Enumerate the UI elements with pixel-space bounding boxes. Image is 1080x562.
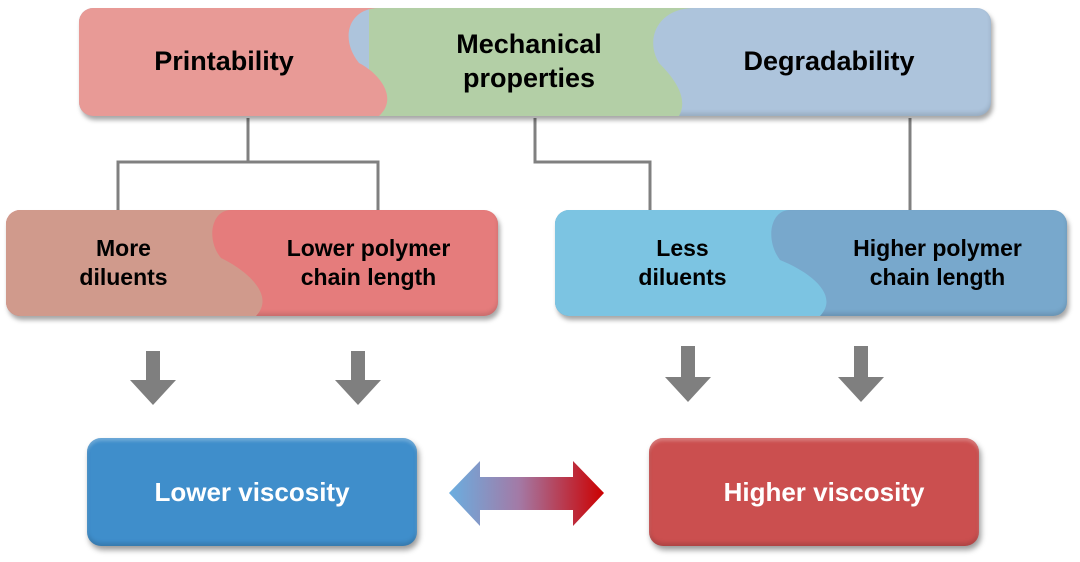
left-factor-box: More diluents Lower polymer chain length [6, 210, 498, 316]
double-arrow-icon [449, 461, 604, 526]
label-higher-viscosity: Higher viscosity [723, 476, 925, 507]
left-box-segments [6, 210, 263, 316]
segment-bg-mechanical [369, 8, 694, 116]
label-higher-polymer-chain-length: Higher polymer chain length [853, 235, 1022, 290]
top-label-mechanical: Mechanical properties [456, 29, 602, 93]
label-more-diluents: More diluents [79, 235, 168, 290]
connector-printability [116, 118, 250, 210]
top-label-printability: Printability [154, 46, 294, 77]
higher-viscosity-box: Higher viscosity [649, 438, 979, 546]
down-arrow-icon [130, 351, 176, 405]
label-lower-polymer-chain-length: Lower polymer chain length [286, 235, 451, 290]
down-arrow-icon [838, 346, 884, 402]
segment-bg-more-diluents [6, 210, 263, 316]
connector-mechanical [533, 118, 652, 210]
label-lower-viscosity: Lower viscosity [154, 476, 350, 507]
segment-bg-less-diluents [555, 210, 827, 316]
segment-bg-printability [79, 8, 388, 116]
right-box-segments [555, 210, 827, 316]
connector-printability-right [248, 160, 380, 210]
down-arrow-icon [665, 346, 711, 402]
lower-viscosity-box: Lower viscosity [87, 438, 417, 546]
down-arrow-icon [335, 351, 381, 405]
top-bar-segments [79, 8, 694, 116]
label-less-diluents: Less diluents [638, 235, 727, 290]
top-label-degradability: Degradability [743, 46, 915, 77]
right-factor-box: Less diluents Higher polymer chain lengt… [555, 210, 1067, 316]
top-category-bar: Printability Mechanical properties Degra… [79, 8, 991, 116]
